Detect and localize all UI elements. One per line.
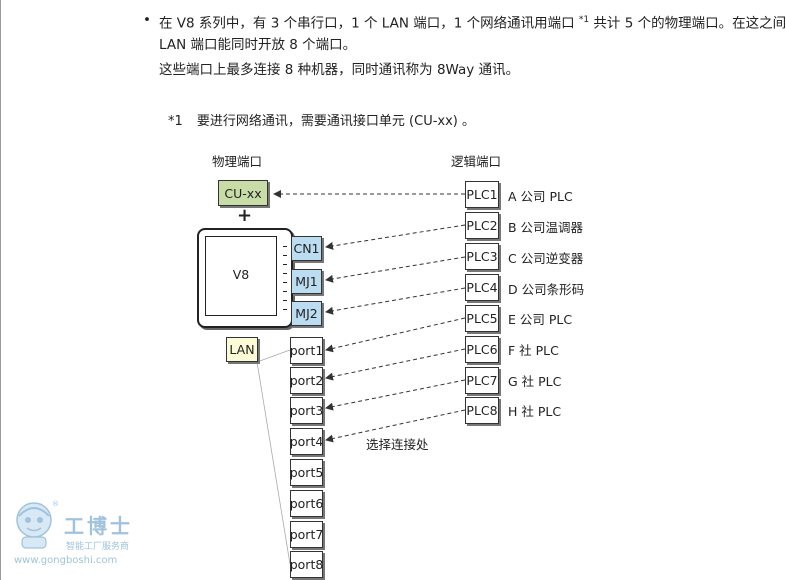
plc-desc-2: B 公司温调器 <box>508 220 584 235</box>
lan-port-2: port2 <box>290 367 323 394</box>
lan-port-5: port5 <box>290 459 323 486</box>
lan-port-8: port8 <box>290 551 323 578</box>
footnote-text: 要进行网络通讯，需要通讯接口单元 (CU-xx) 。 <box>196 114 476 129</box>
plc-box-4: PLC4 <box>465 274 499 301</box>
serial-port-cn1: CN1 <box>291 236 322 261</box>
footnote: *1 要进行网络通讯，需要通讯接口单元 (CU-xx) 。 <box>168 110 475 129</box>
v8-side-buttons <box>283 242 287 312</box>
cu-xx-unit: CU-xx <box>218 180 268 206</box>
lan-port: LAN <box>226 337 258 362</box>
plc-desc-4: D 公司条形码 <box>508 282 585 297</box>
arrow-plc5-port1 <box>325 317 466 353</box>
lan-port-7: port7 <box>290 521 323 548</box>
plus-sign: + <box>237 205 253 226</box>
plc-box-5: PLC5 <box>465 305 499 332</box>
select-connection-label: 选择连接处 <box>366 437 429 452</box>
plc-box-1: PLC1 <box>465 181 499 208</box>
intro-line-2: LAN 端口能同时开放 8 个端口。 <box>159 37 357 53</box>
intro-line-1-tail: 共计 5 个的物理端口。在这之间 <box>589 15 786 32</box>
plc-box-7: PLC7 <box>465 367 499 394</box>
lan-port-3: port3 <box>290 397 323 424</box>
footnote-mark: *1 <box>168 114 183 129</box>
plc-desc-3: C 公司逆变器 <box>508 251 584 266</box>
arrow-plc6-port2 <box>325 348 466 381</box>
v8-screen: V8 <box>205 236 277 316</box>
plc-desc-8: H 社 PLC <box>508 404 562 419</box>
plc-desc-6: F 社 PLC <box>508 343 559 358</box>
arrow-plc3-mj1 <box>325 256 466 283</box>
watermark-registered: ® <box>52 500 59 508</box>
lan-port-1: port1 <box>290 337 323 364</box>
lan-port-4: port4 <box>290 428 323 455</box>
intro-line-3: 这些端口上最多连接 8 种机器，同时通讯称为 8Way 通讯。 <box>159 62 520 78</box>
plc-box-2: PLC2 <box>465 212 499 239</box>
intro-bullet: • <box>143 12 151 28</box>
arrow-plc7-port3 <box>325 379 466 411</box>
intro-footnote-ref: *1 <box>578 15 590 25</box>
v8-device: V8 <box>197 228 293 328</box>
physical-port-header: 物理端口 <box>212 154 263 169</box>
connection-lines <box>256 190 466 565</box>
logical-port-header: 逻辑端口 <box>451 154 502 169</box>
plc-box-6: PLC6 <box>465 336 499 363</box>
serial-port-mj2: MJ2 <box>291 301 322 326</box>
lan-port-6: port6 <box>290 490 323 517</box>
arrow-plc4-mj2 <box>325 287 466 315</box>
plc-desc-7: G 社 PLC <box>508 374 562 389</box>
plc-desc-5: E 公司 PLC <box>508 312 573 327</box>
page-left-rule <box>0 0 1 580</box>
watermark-url: www.gongboshi.com <box>14 555 118 566</box>
watermark-brand: 工博士 <box>64 514 133 538</box>
plc-desc-1: A 公司 PLC <box>508 189 573 204</box>
arrow-plc2-cn1 <box>325 224 466 250</box>
v8-label: V8 <box>232 267 250 282</box>
plc-box-3: PLC3 <box>465 243 499 270</box>
intro-line-1: 在 V8 系列中，有 3 个串行口，1 个 LAN 端口，1 个网络通讯用端口 … <box>159 12 786 32</box>
plc-box-8: PLC8 <box>465 397 499 424</box>
watermark-mascot-icon <box>10 498 58 550</box>
serial-port-mj1: MJ1 <box>291 269 322 294</box>
intro-line-1-text: 在 V8 系列中，有 3 个串行口，1 个 LAN 端口，1 个网络通讯用端口 <box>159 15 579 32</box>
arrow-plc8-port4 <box>325 409 466 443</box>
watermark-tagline: 智能工厂服务商 <box>66 542 130 552</box>
